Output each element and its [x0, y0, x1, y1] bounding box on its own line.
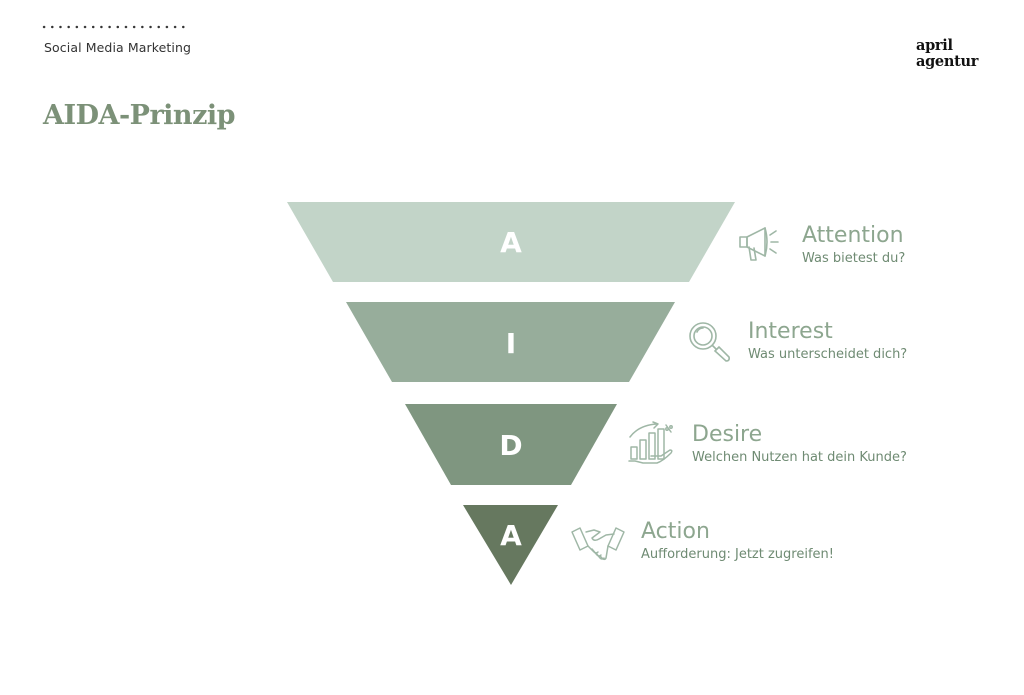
page-title: AIDA-Prinzip: [43, 100, 236, 131]
magnifier-icon: [689, 322, 730, 362]
stage-label-desire: Desire Welchen Nutzen hat dein Kunde?: [692, 422, 907, 465]
stage-letter-action: A: [500, 519, 522, 552]
stage-heading-desire: Desire: [692, 422, 763, 447]
stage-subtitle-action: Aufforderung: Jetzt zugreifen!: [641, 547, 834, 562]
funnel-stage-desire: [405, 404, 617, 485]
stage-subtitle-desire: Welchen Nutzen hat dein Kunde?: [692, 450, 907, 465]
stage-subtitle-interest: Was unterscheidet dich?: [748, 347, 908, 362]
funnel-stage-attention: [287, 202, 735, 282]
brand-line-1: april: [916, 37, 953, 54]
stage-heading-attention: Attention: [802, 223, 904, 248]
brand-logo: april agentur: [916, 38, 978, 70]
stage-subtitle-attention: Was bietest du?: [802, 251, 906, 266]
funnel-stage-interest: [346, 302, 675, 382]
stage-heading-interest: Interest: [748, 319, 833, 344]
growth-chart-icon: [628, 421, 673, 464]
decorative-dot-line: [40, 24, 186, 30]
stage-label-action: Action Aufforderung: Jetzt zugreifen!: [641, 519, 834, 562]
stage-label-interest: Interest Was unterscheidet dich?: [748, 319, 907, 362]
handshake-icon: [571, 527, 625, 561]
stage-letter-interest: I: [506, 327, 516, 360]
megaphone-icon: [739, 227, 779, 261]
stage-label-attention: Attention Was bietest du?: [802, 223, 905, 266]
brand-line-2: agentur: [916, 53, 979, 70]
section-label: Social Media Marketing: [44, 40, 192, 55]
funnel-stage-action: [463, 505, 558, 585]
stage-letter-attention: A: [500, 226, 522, 259]
stage-heading-action: Action: [641, 519, 710, 544]
stage-letter-desire: D: [499, 429, 522, 462]
